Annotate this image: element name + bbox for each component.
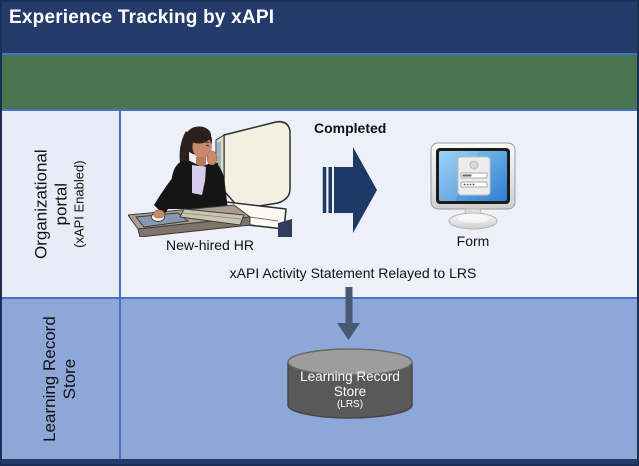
form-monitor-icon <box>430 142 516 230</box>
lrs-row-label: Learning Record Store <box>39 316 79 442</box>
lrs-cylinder-label: Learning Record Store (LRS) <box>286 369 414 410</box>
footer-bar <box>0 459 639 466</box>
lrs-label-line1: Learning Record <box>39 316 59 442</box>
person-at-computer-icon <box>128 120 292 237</box>
relay-down-arrow-icon <box>337 287 360 340</box>
portal-row-label: Organizational portal (xAPI Enabled) <box>31 149 87 259</box>
title-bar: Experience Tracking by xAPI <box>0 0 639 55</box>
lrs-cylinder-line3: (LRS) <box>336 399 364 411</box>
lrs-label-line2: Store <box>59 358 79 400</box>
portal-label-line2: portal <box>51 182 71 226</box>
lrs-row: Learning Record Store <box>0 299 639 459</box>
actor-caption: New-hired HR <box>166 237 254 253</box>
page-title: Experience Tracking by xAPI <box>9 7 275 28</box>
lrs-cylinder-line2: Store <box>333 384 367 400</box>
portal-row: Organizational portal (xAPI Enabled) <box>0 111 639 299</box>
relay-statement-text: xAPI Activity Statement Relayed to LRS <box>229 265 477 281</box>
completed-arrow-icon <box>322 147 377 233</box>
portal-row-label-cell: Organizational portal (xAPI Enabled) <box>0 111 121 297</box>
form-caption: Form <box>456 233 490 249</box>
green-band <box>0 55 639 111</box>
lrs-cylinder-icon <box>287 348 413 419</box>
completed-label: Completed <box>314 120 387 136</box>
portal-label-line1: Organizational <box>31 149 51 259</box>
lrs-cylinder-line1: Learning Record <box>300 369 400 384</box>
portal-label-subtitle: (xAPI Enabled) <box>71 160 87 248</box>
lrs-row-label-cell: Learning Record Store <box>0 299 121 459</box>
